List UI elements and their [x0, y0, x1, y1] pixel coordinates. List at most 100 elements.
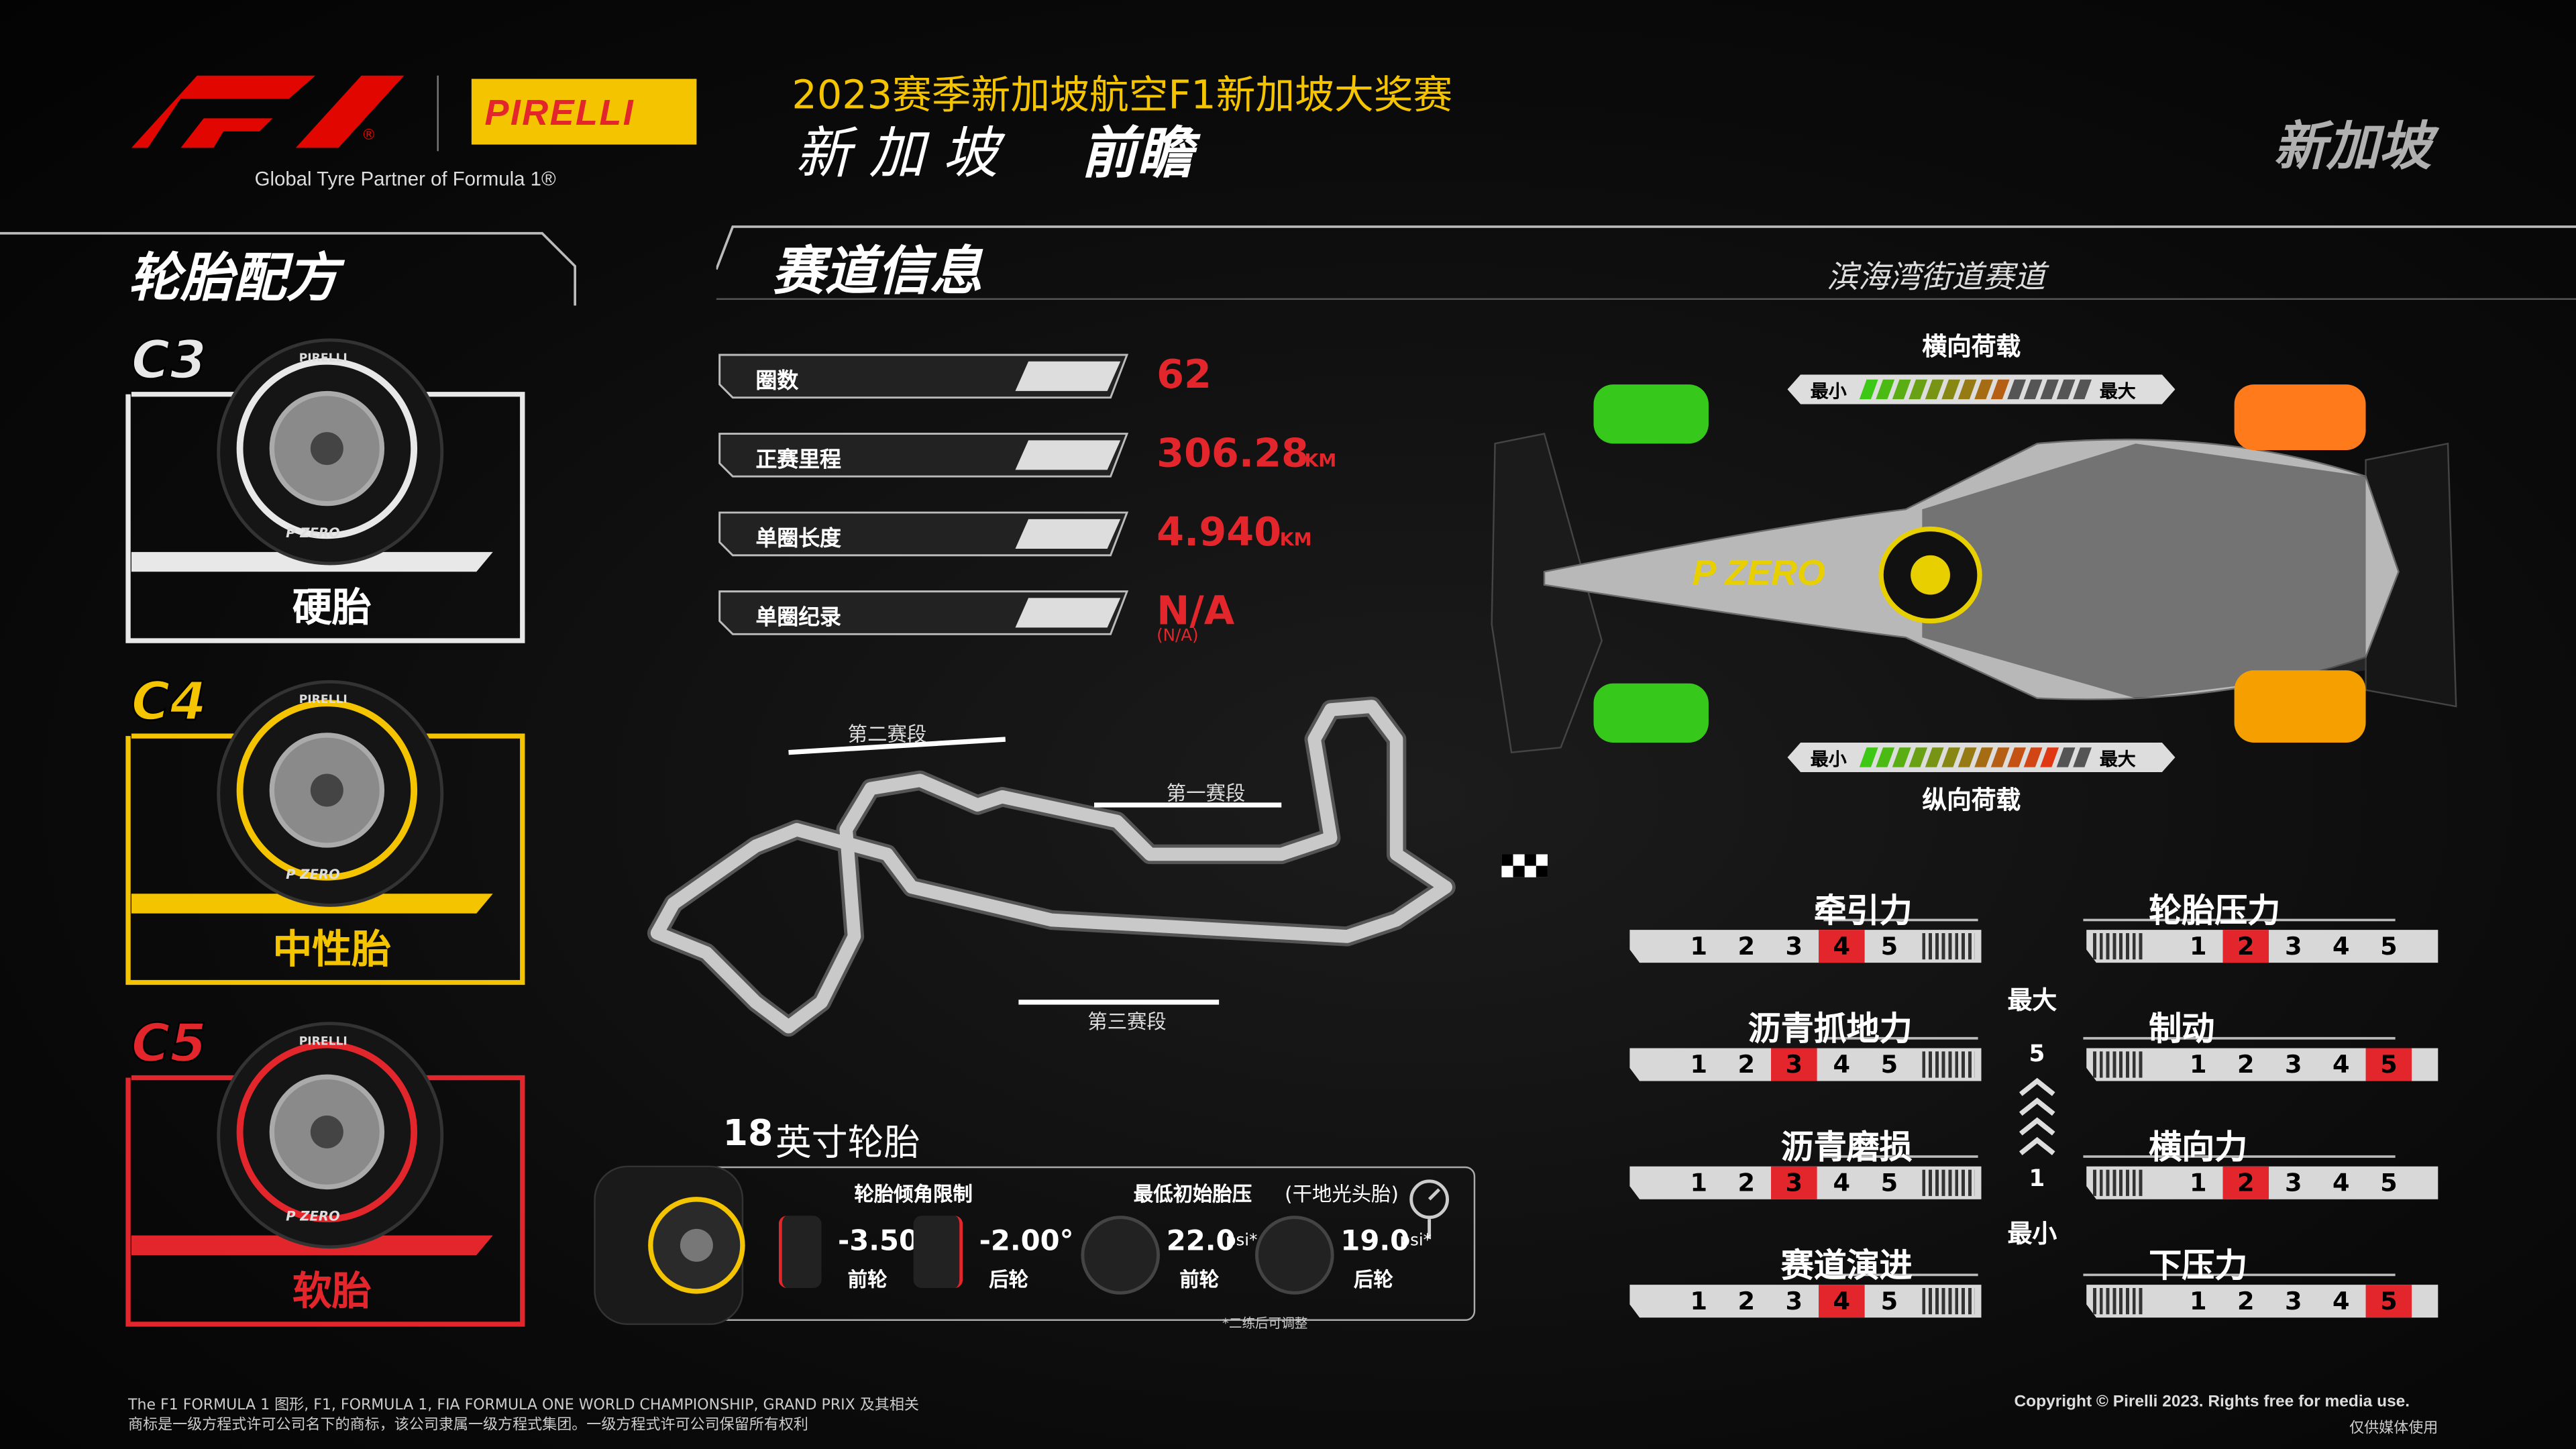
- tyre18-number: 18: [722, 1114, 773, 1155]
- braking-icon: [2093, 1051, 2146, 1078]
- pressure-title: 最低初始胎压: [1133, 1183, 1252, 1206]
- tyre-logo: P ZERO: [286, 525, 340, 541]
- rear-camber-icon: [913, 1216, 963, 1289]
- track-map: 第二赛段 第一赛段 第三赛段: [625, 674, 1577, 1068]
- tyre-brand: PIRELLI: [299, 352, 347, 365]
- f1-logo: ®: [131, 75, 411, 152]
- rating-cell: 1: [2189, 1049, 2207, 1079]
- stat-unit: KM: [1304, 450, 1337, 472]
- footer-legal-1: The F1 FORMULA 1 图形, F1, FORMULA 1, FIA …: [128, 1398, 919, 1415]
- load-min-label: 最小: [1810, 381, 1847, 403]
- sector1-label: 第一赛段: [1166, 782, 1246, 806]
- rating-cell: 5: [1880, 931, 1898, 961]
- rating-cell: 5: [2380, 931, 2398, 961]
- rating-cell: 2: [2222, 930, 2269, 963]
- sector2-label: 第二赛段: [847, 722, 927, 746]
- rating-cell: 2: [1737, 1286, 1756, 1316]
- front-pressure-unit: psi*: [1225, 1232, 1258, 1250]
- legend-max: 最大: [2007, 985, 2057, 1016]
- rating-cell: 4: [1833, 1168, 1851, 1198]
- rating-label: 轮胎压力: [2149, 890, 2281, 930]
- tyre18-footnote: *二练后可调整: [1222, 1316, 1308, 1331]
- legend-top: 5: [2029, 1041, 2045, 1068]
- rating-cell: 4: [1833, 1049, 1851, 1079]
- rating-cell: 1: [1690, 931, 1708, 961]
- rating-cell: 3: [1771, 1166, 1817, 1199]
- rating-cell: 2: [1737, 1049, 1756, 1079]
- compounds-title: 轮胎配方: [128, 246, 339, 309]
- front-camber-label: 前轮: [847, 1268, 888, 1291]
- stat-sub: (N/A): [1157, 627, 1199, 646]
- rating-cell: 3: [1771, 1048, 1817, 1081]
- rating-cell: 4: [2332, 1168, 2350, 1198]
- rating-cell: 5: [2365, 1048, 2412, 1081]
- rating-cell: 2: [2237, 1286, 2255, 1316]
- footer-media: 仅供媒体使用: [2349, 1421, 2438, 1438]
- preview-title: 前瞻: [1081, 121, 1193, 188]
- rating-label: 沥青抓地力: [1748, 1008, 1913, 1049]
- rating-cell: 1: [1690, 1286, 1708, 1316]
- lateral-icon: [2093, 1169, 2146, 1196]
- rating-cell: 3: [2285, 1286, 2302, 1316]
- rating-cell: 2: [1737, 1168, 1756, 1198]
- stat-label: 正赛里程: [755, 448, 841, 474]
- rating-label: 牵引力: [1813, 890, 1913, 930]
- camber-title: 轮胎倾角限制: [854, 1183, 973, 1206]
- load-max-label: 最大: [2099, 381, 2136, 403]
- partner-text: Global Tyre Partner of Formula 1®: [254, 167, 556, 191]
- country-watermark: 新加坡: [2273, 115, 2432, 178]
- rating-legend: 最大 5 1 最小: [2001, 983, 2074, 1249]
- rating-cell: 3: [2285, 931, 2302, 961]
- rating-cell: 3: [2285, 1049, 2302, 1079]
- grip-icon: [1922, 1051, 1975, 1078]
- rating-label: 横向力: [2149, 1127, 2248, 1167]
- rating-cell: 5: [1880, 1168, 1898, 1198]
- stat-label: 单圈纪录: [755, 606, 841, 631]
- rating-cell: 4: [2332, 931, 2350, 961]
- stat-unit: KM: [1279, 529, 1312, 551]
- front-right-tyre: [1593, 683, 1709, 743]
- compound-name: 中性胎: [272, 926, 391, 973]
- track-info-title: 赛道信息: [772, 239, 983, 303]
- rating-label: 沥青磨损: [1780, 1127, 1913, 1167]
- tyre-brand: PIRELLI: [299, 693, 347, 707]
- longitudinal-load-label: 纵向荷载: [1922, 785, 2021, 815]
- rating-cell: 4: [1819, 1285, 1865, 1318]
- pirelli-logo: PIRELLI: [471, 78, 697, 145]
- rating-cell: 1: [2189, 1286, 2207, 1316]
- lateral-load-label: 横向荷载: [1922, 331, 2021, 362]
- track-info-header: 赛道信息 滨海湾街道赛道: [715, 223, 2576, 305]
- traction-icon: [1922, 933, 1975, 960]
- stat-value: N/A: [1157, 588, 1235, 635]
- compound-code: C4: [131, 669, 207, 734]
- rating-cell: 2: [1737, 931, 1756, 961]
- footer-legal-2: 商标是一级方程式许可公司名下的商标，该公司隶属一级方程式集团。一级方程式许可公司…: [128, 1417, 808, 1434]
- front-wing: [1491, 433, 1603, 753]
- compound-code: C5: [131, 1011, 207, 1075]
- rating-cell: 3: [2285, 1168, 2302, 1198]
- track-shadow: [647, 696, 1456, 1037]
- load-min-label: 最小: [1810, 749, 1847, 771]
- registered-mark: ®: [361, 128, 376, 145]
- evolution-icon: [1922, 1288, 1975, 1315]
- front-pressure-label: 前轮: [1179, 1268, 1220, 1291]
- rating-cell: 5: [1880, 1049, 1898, 1079]
- rear-pressure-unit: psi*: [1399, 1232, 1432, 1250]
- rear-pressure-value: 19.0: [1340, 1225, 1410, 1258]
- front-camber-icon: [778, 1216, 822, 1289]
- rating-cell: 1: [1690, 1168, 1708, 1198]
- front-pressure-icon: [1081, 1216, 1160, 1295]
- legend-min: 最小: [2007, 1219, 2057, 1249]
- event-title: 2023赛季新加坡航空F1新加坡大奖赛: [792, 72, 1453, 119]
